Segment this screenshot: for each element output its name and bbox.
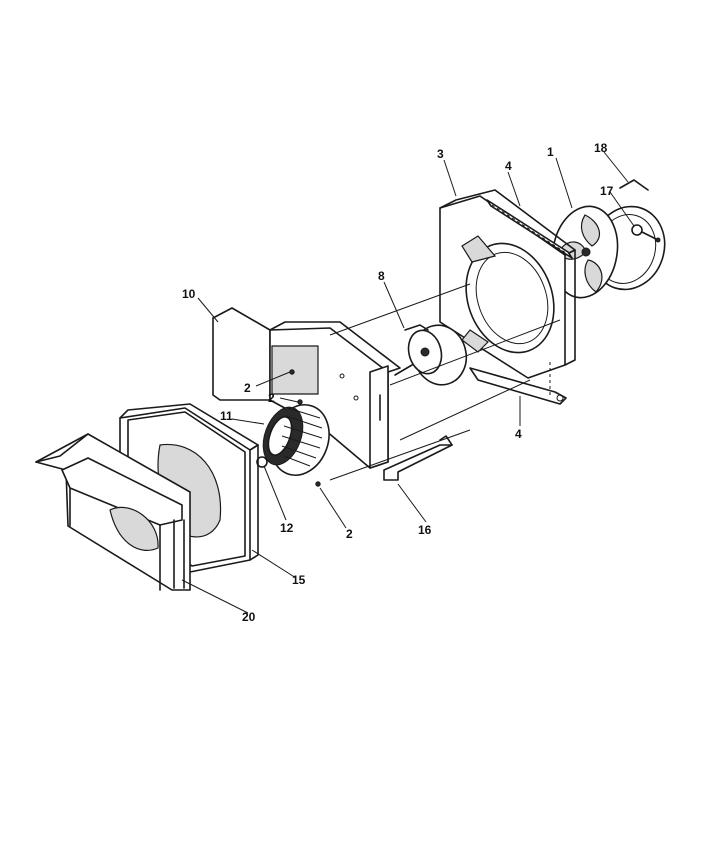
callout-2: 2 bbox=[346, 527, 353, 541]
part-16-mounting-bracket bbox=[383, 435, 453, 481]
callout-17: 17 bbox=[600, 184, 614, 198]
part-10-partition-panel bbox=[212, 307, 401, 469]
callout-leaders bbox=[181, 151, 635, 614]
callout-10: 10 bbox=[182, 287, 196, 301]
callout-16: 16 bbox=[418, 523, 432, 537]
callout-11: 11 bbox=[220, 409, 233, 423]
callout-2: 2 bbox=[268, 391, 275, 405]
part-3-orifice-panel bbox=[439, 189, 576, 379]
callout-18: 18 bbox=[594, 141, 608, 155]
part-20-grille-deflector bbox=[35, 433, 191, 591]
callout-3: 3 bbox=[437, 147, 444, 161]
callout-4: 4 bbox=[515, 427, 522, 441]
callout-15: 15 bbox=[292, 573, 306, 587]
callout-8: 8 bbox=[378, 269, 385, 283]
callout-labels: 1 2 2 2 3 4 4 8 10 11 12 15 16 17 18 20 bbox=[182, 141, 614, 624]
callout-12: 12 bbox=[280, 521, 294, 535]
callout-2: 2 bbox=[244, 381, 251, 395]
alignment-lines bbox=[329, 283, 561, 481]
callout-1: 1 bbox=[547, 145, 554, 159]
callout-4: 4 bbox=[505, 159, 512, 173]
part-11-blower-wheel bbox=[262, 404, 330, 476]
part-12-wheel-clamp bbox=[256, 456, 268, 468]
part-17-fan-hub bbox=[631, 224, 661, 243]
part-4-upper-bracket bbox=[486, 199, 573, 259]
callout-20: 20 bbox=[242, 610, 256, 624]
part-8-fan-motor bbox=[394, 324, 468, 386]
